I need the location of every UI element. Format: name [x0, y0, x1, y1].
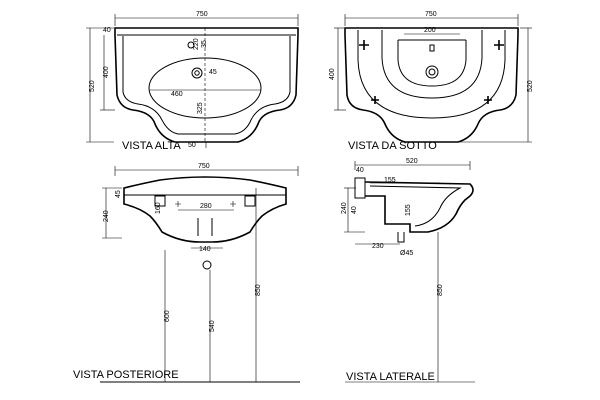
- top-depth-dim: 520: [89, 80, 96, 92]
- side-offset-dim: 155: [384, 177, 396, 184]
- side-rim-height-dim: 40: [351, 206, 358, 214]
- rear-fix-height-dim: 600: [164, 310, 171, 322]
- bottom-depth-dim: 520: [527, 80, 534, 92]
- fixing-mark-icon: [175, 201, 181, 207]
- top-rim-dim: 40: [103, 27, 111, 34]
- bottom-width-dim: 750: [425, 11, 437, 18]
- rear-basin-outline: [123, 176, 287, 243]
- top-view: 750 520 400 40 460 45 325 220 35 50 VIST…: [86, 11, 299, 152]
- rear-width-dim: 750: [198, 163, 210, 170]
- side-total-height-dim: 850: [437, 284, 444, 296]
- top-inner-depth-dim: 400: [103, 66, 110, 78]
- bottom-basin-outline: [344, 27, 519, 143]
- top-bowl-depth-dim: 325: [197, 102, 204, 114]
- top-tap-hole-icon: [187, 41, 195, 49]
- rear-view: 750 280 160 140 240 45 600 540 850 VISTA…: [73, 163, 300, 383]
- fixing-mark-icon: [494, 40, 504, 50]
- rear-side-dim: 160: [155, 202, 162, 214]
- rear-total-height-dim: 850: [255, 284, 262, 296]
- side-rim-dim: 40: [356, 167, 364, 174]
- side-drain-dia-dim: Ø45: [400, 250, 413, 257]
- top-edge-b-dim: 35: [201, 40, 208, 48]
- side-drain-x-dim: 230: [372, 243, 384, 250]
- bottom-hole-span-dim: 200: [424, 27, 436, 34]
- fixing-mark-icon: [371, 96, 379, 104]
- rear-drain-dim: 140: [199, 246, 211, 253]
- side-height-dim: 240: [341, 202, 348, 214]
- fixing-mark-icon: [484, 96, 492, 104]
- side-drain-height-dim: 155: [405, 204, 412, 216]
- rear-drain-hole-icon: [202, 260, 212, 270]
- top-tap-hole-dim: 45: [209, 69, 217, 76]
- fixing-mark-icon: [230, 201, 236, 207]
- top-front-dim: 50: [188, 142, 196, 149]
- side-depth-dim: 520: [406, 158, 418, 165]
- rear-rim-dim: 45: [115, 190, 122, 198]
- bottom-view-title: VISTA DA SOTTO: [348, 140, 437, 152]
- bottom-view: 750 200 400 520 VISTA DA SOTTO: [329, 11, 534, 152]
- bottom-inner-depth-dim: 400: [329, 68, 336, 80]
- side-basin-outline: [364, 181, 474, 233]
- top-width-dim: 750: [196, 11, 208, 18]
- side-view-title: VISTA LATERALE: [346, 371, 435, 383]
- bottom-drain-icon: [425, 65, 439, 79]
- top-bowl-width-dim: 460: [171, 91, 183, 98]
- rear-drain-height-dim: 540: [209, 320, 216, 332]
- top-view-title: VISTA ALTA: [122, 140, 181, 152]
- fixing-mark-icon: [359, 40, 369, 50]
- top-basin-outline: [114, 27, 299, 143]
- side-view: 520 40 155 155 240 40 230 Ø45 850 VISTA …: [341, 158, 475, 383]
- top-drain-icon: [191, 67, 203, 79]
- rear-height-dim: 240: [103, 210, 110, 222]
- rear-holes-dim: 280: [200, 203, 212, 210]
- rear-view-title: VISTA POSTERIORE: [73, 369, 179, 381]
- top-edge-a-dim: 220: [193, 38, 200, 50]
